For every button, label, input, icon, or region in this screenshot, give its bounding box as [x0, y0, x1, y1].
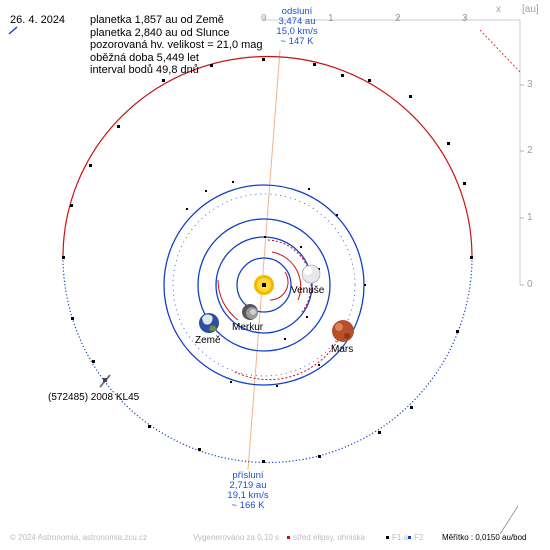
mercury-orbit: [236, 257, 292, 313]
legend-center-swatch: [287, 536, 290, 539]
asteroid-label: (572485) 2008 KL45: [48, 392, 140, 403]
info-line: planetka 1,857 au od Země: [90, 14, 224, 26]
mercury-icon: [242, 304, 258, 320]
date-label: 26. 4. 2024: [10, 14, 66, 26]
mars-track: [234, 329, 344, 381]
perihelion-temperature: ~ 166 K: [231, 500, 265, 511]
top-axis-ticks: [263, 16, 466, 20]
planet-orbit-points: [186, 181, 366, 387]
mercury-label: Merkur: [232, 322, 264, 333]
copyright-link[interactable]: © 2024 Astronomia, astronomia.zcu.cz: [10, 533, 148, 542]
info-line: pozorovaná hv. velikost = 21,0 mag: [90, 39, 263, 51]
right-axis-tick-label: 3: [527, 79, 533, 90]
top-axis-tick-label: 2: [395, 13, 401, 24]
aphelion-distance: 3,474 au: [278, 16, 316, 27]
info-line: oběžná doba 5,449 let: [90, 51, 199, 64]
scale-label: Měřítko : 0,0150 au/bod: [442, 533, 527, 542]
sun-icon: [254, 275, 274, 295]
x-axis-letter: x: [496, 4, 501, 15]
asteroid-marker-icon: [99, 374, 111, 388]
info-line: planetka 2,840 au od Slunce: [90, 26, 230, 39]
asteroid-orbit-lower: [62, 256, 473, 464]
inner-track: [269, 271, 289, 301]
axis-unit-label: [au]: [522, 4, 539, 15]
perihelion-speed: 19,1 km/s: [227, 490, 269, 501]
right-axis-tick-label: 2: [527, 145, 533, 156]
orbit-direction-icon: [8, 26, 18, 35]
right-axis-tick-label: 1: [527, 212, 533, 223]
asteroid-orbit-upper: [62, 55, 473, 258]
earth-orbit: [197, 218, 331, 352]
legend-f1-swatch: [386, 536, 389, 539]
generated-time: Vygenerováno za 0,10 s: [193, 533, 279, 542]
venus-track: [271, 251, 302, 301]
top-axis-tick-label: 1: [328, 13, 334, 24]
right-axis-ticks: [520, 84, 524, 286]
legend-f2-label: F2: [414, 533, 424, 542]
legend-f1-label: F1 a: [392, 533, 409, 542]
perihelion-distance: 2,719 au: [229, 480, 267, 491]
top-axis-tick-label: 0: [261, 13, 267, 24]
corner-marker-bottom: [499, 505, 519, 535]
venus-label: Venuše: [291, 285, 325, 296]
legend-center-label: střed elipsy, ohniska: [293, 533, 365, 542]
mars-icon: [332, 320, 354, 342]
legend-f2-swatch: [408, 536, 411, 539]
top-axis-tick-label: 3: [462, 13, 468, 24]
asteroid-orbit-points: [62, 58, 473, 463]
mars-label: Mars: [331, 344, 354, 355]
aphelion-title: odsluní: [281, 6, 313, 17]
info-line: interval bodů 49,8 dnů: [90, 64, 199, 76]
earth-label: Země: [195, 335, 221, 346]
corner-marker-top: [479, 29, 521, 73]
earth-icon: [199, 313, 219, 333]
apsidal-line: [247, 49, 281, 471]
earth-track: [217, 279, 239, 321]
venus-icon: [301, 264, 321, 284]
mars-orbit-dotted: [172, 193, 356, 377]
aphelion-speed: 15,0 km/s: [276, 26, 318, 37]
aphelion-temperature: ~ 147 K: [280, 36, 314, 47]
right-axis-tick-label: 0: [527, 279, 533, 290]
perihelion-title: přísluní: [232, 470, 264, 481]
